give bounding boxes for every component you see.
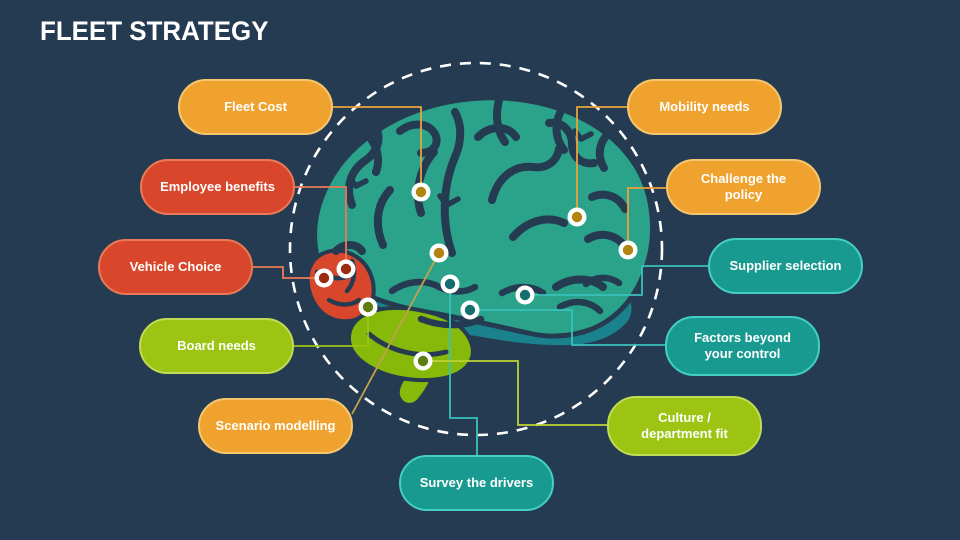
node-label: Culture / department fit [641,409,728,441]
node-fleet-cost: Fleet Cost [178,79,333,135]
node-board-needs: Board needs [139,318,294,374]
node-label: Supplier selection [729,257,842,273]
connector-challenge-policy [627,187,666,250]
dot-factors-beyond [460,300,480,320]
node-label: Vehicle Choice [129,258,222,274]
dot-fleet-cost [411,182,431,202]
node-culture-department-fit: Culture / department fit [607,396,762,456]
node-label: Employee benefits [160,178,275,194]
connector-mobility-needs [576,106,627,217]
page-title: FLEET STRATEGY [40,16,269,46]
dot-employee-benefits [336,259,356,279]
node-label: Scenario modelling [215,417,336,433]
connector-scenario-modelling [351,252,440,415]
connector-culture-fit [423,360,607,426]
node-supplier-selection: Supplier selection [708,238,863,294]
node-challenge-the-policy: Challenge the policy [666,159,821,215]
brain-icon [305,95,655,407]
dot-culture-fit [413,351,433,371]
dot-vehicle-choice [314,268,334,288]
connector-vehicle-choice [253,266,324,279]
anchor-dots [314,182,638,371]
node-survey-the-drivers: Survey the drivers [399,455,554,511]
dashed-circle [288,61,664,437]
node-vehicle-choice: Vehicle Choice [98,239,253,295]
node-factors-beyond-your-control: Factors beyond your control [665,316,820,376]
dot-supplier-selection [515,285,535,305]
node-label: Factors beyond your control [694,329,791,361]
connector-factors-beyond [470,309,665,346]
connector-employee-benefits [295,186,347,269]
node-label: Survey the drivers [419,474,534,490]
connector-supplier-selection [525,265,708,296]
connector-board-needs [294,307,369,347]
node-label: Mobility needs [659,98,750,114]
node-label: Board needs [177,337,256,353]
node-employee-benefits: Employee benefits [140,159,295,215]
connectors [253,106,708,455]
connector-survey-drivers [449,284,478,455]
dot-mobility-needs [567,207,587,227]
node-label: Challenge the policy [700,170,787,202]
dot-survey-drivers [440,274,460,294]
dot-challenge-policy [618,240,638,260]
node-label: Fleet Cost [224,98,287,114]
node-scenario-modelling: Scenario modelling [198,398,353,454]
node-mobility-needs: Mobility needs [627,79,782,135]
dot-board-needs [358,297,378,317]
dot-scenario-modelling [429,243,449,263]
connector-fleet-cost [333,106,422,192]
